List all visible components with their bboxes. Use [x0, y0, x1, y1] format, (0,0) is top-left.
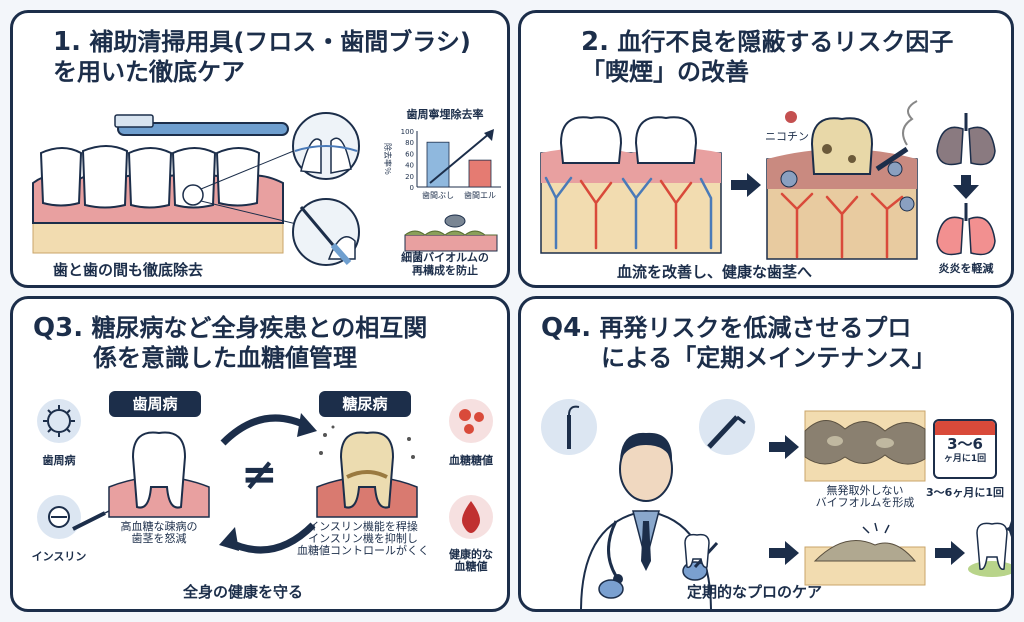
- panel3-title-line1: 糖尿病など全身疾患との相互関: [91, 314, 428, 342]
- insulin-syringe-icon: [37, 495, 81, 539]
- left-note: 高血糖な疎病の歯茎を怒減: [120, 520, 198, 545]
- panel1-title-line2: を用いた徹底ケア: [53, 58, 245, 86]
- toothbrush-handle: [117, 122, 289, 136]
- panel2-title: 2. 血行不良を隠蔽するリスク因子 「喫煙」の改善: [581, 27, 953, 87]
- healthy-lungs-icon: [936, 203, 996, 256]
- chart-ytick-label: 40: [405, 162, 414, 170]
- biofilm-caption: 細菌バイオルムの再構成を防止: [401, 251, 489, 277]
- blood-sugar-icon-label: 血糖糖値: [449, 454, 493, 467]
- chart-trend-arrow: [429, 132, 491, 184]
- removal-rate-chart: 0 20 40 60 80 100 歯間ぶし歯間エル: [401, 128, 501, 200]
- arrow-right-icon-1: [769, 435, 799, 459]
- lung-caption: 炎炎を軽減: [938, 262, 994, 275]
- panel-smoking-cessation: 2. 血行不良を隠蔽するリスク因子 「喫煙」の改善 ニコチン: [518, 10, 1014, 288]
- chart-bar: [426, 141, 450, 188]
- plaque-caption: 無発取外しないバイフオルムを形成: [815, 484, 915, 509]
- cycle-arrow-bottom-icon: [219, 522, 316, 554]
- blood-cells-icon: [449, 399, 493, 443]
- calendar-icon: 3〜6 ヶ月に1回: [933, 419, 997, 479]
- chart-ytick-label: 80: [405, 139, 414, 147]
- healthy-blood-sugar-label: 健康的な血糖値: [449, 548, 493, 573]
- panel3-caption: 全身の健康を守る: [183, 583, 304, 601]
- biofilm-icon: [404, 214, 498, 252]
- not-equal-symbol: ≠: [241, 449, 278, 500]
- panel1-title-line1: 補助清掃用具(フロス・歯間ブラシ): [89, 28, 471, 56]
- damaged-lungs-icon: [936, 113, 996, 166]
- floss-zoom-icon: [292, 112, 360, 180]
- chart-trend-arrowhead: [484, 129, 494, 141]
- bacteria-icon: [37, 399, 81, 443]
- perio-icon-label: 歯周病: [42, 454, 76, 467]
- chart-title: 歯周寧埋除去率: [406, 108, 484, 121]
- small-tooth-icon: [684, 533, 710, 569]
- healthy-gum-vessels-illustration: [540, 116, 722, 254]
- panel4-title: Q4. 再発リスクを低減させるプロ による「定期メインテナンス」: [541, 313, 936, 373]
- chart-category-label: 歯間エル: [464, 190, 496, 200]
- panel4-caption: 定期的なプロのケア: [687, 583, 823, 601]
- chart-ytick-label: 100: [401, 128, 414, 136]
- calendar-caption: 3〜6ヶ月に1回: [926, 486, 1004, 499]
- panel2-caption: 血流を改善し、健康な歯茎へ: [617, 263, 813, 281]
- panel-diabetes-management: Q3. 糖尿病など全身疾患との相互関 係を意識した血糖値管理 歯周病 糖尿病 歯…: [10, 296, 510, 612]
- chart-ytick-label: 20: [405, 173, 414, 181]
- scaler-tool-icon: [541, 399, 597, 455]
- pill-diabetes: 糖尿病: [319, 391, 411, 417]
- interdental-brush-zoom-icon: [292, 198, 360, 266]
- inflamed-tooth-illustration: [108, 431, 210, 518]
- panel2-title-line2: 「喫煙」の改善: [581, 58, 749, 86]
- panel4-title-line2: による「定期メインテナンス」: [601, 344, 936, 372]
- chart-category-label: 歯間ぶし: [422, 190, 454, 200]
- panel-interdental-care: 1. 補助清掃用具(フロス・歯間ブラシ) を用いた徹底ケア 歯周寧埋除去率: [10, 10, 510, 288]
- arrow-down-icon: [953, 175, 979, 199]
- plaque-buildup-illustration: [804, 410, 926, 482]
- arrow-right-icon: [731, 173, 761, 197]
- diabetic-tooth-illustration: [316, 425, 418, 518]
- zoom-circle-marker: [182, 184, 204, 206]
- panel2-number: 2.: [581, 27, 609, 57]
- calendar-value: 3〜6: [947, 435, 983, 453]
- cycle-arrow-top-icon: [220, 413, 317, 446]
- calendar-unit: ヶ月に1回: [943, 454, 987, 464]
- smoker-gum-illustration: [766, 100, 918, 260]
- panel4-title-line1: 再発リスクを低減させるプロ: [599, 314, 912, 342]
- panel1-number: 1.: [53, 27, 81, 57]
- dentist-illustration: [580, 432, 719, 609]
- panel1-title: 1. 補助清掃用具(フロス・歯間ブラシ) を用いた徹底ケア: [53, 27, 471, 87]
- nicotine-label: ニコチン: [765, 130, 809, 143]
- panel2-title-line1: 血行不良を隠蔽するリスク因子: [617, 28, 954, 56]
- plaque-removal-illustration: [804, 522, 926, 586]
- arrow-right-icon-3: [769, 541, 799, 565]
- chart-bar: [468, 159, 492, 188]
- panel-maintenance: Q4. 再発リスクを低減させるプロ による「定期メインテナンス」: [518, 296, 1014, 612]
- clean-tooth-icon: [968, 521, 1011, 577]
- teeth-floss-illustration: [32, 114, 314, 254]
- toothbrush-head: [114, 114, 154, 128]
- panel3-number: Q3.: [33, 313, 84, 343]
- blood-drop-icon: [449, 495, 493, 539]
- chart-ylabel: 除去率％: [383, 143, 392, 175]
- panel4-number: Q4.: [541, 313, 592, 343]
- chart-ytick-label: 60: [405, 150, 414, 158]
- pill-periodontitis: 歯周病: [109, 391, 201, 417]
- arrow-right-icon-4: [935, 541, 965, 565]
- panel3-title-line2: 係を意識した血糖値管理: [93, 344, 357, 372]
- panel1-caption: 歯と歯の間も徹底除去: [53, 261, 204, 279]
- dental-handpiece-icon: [699, 399, 755, 455]
- teeth-row: [39, 145, 261, 209]
- chart-ytick-label: 0: [410, 184, 414, 192]
- insulin-icon-label: インスリン: [31, 550, 87, 563]
- right-note: インスリン機能を稈操インスリン機を抑制し血糖値コントロールがくく: [297, 520, 429, 557]
- panel3-title: Q3. 糖尿病など全身疾患との相互関 係を意識した血糖値管理: [33, 313, 427, 373]
